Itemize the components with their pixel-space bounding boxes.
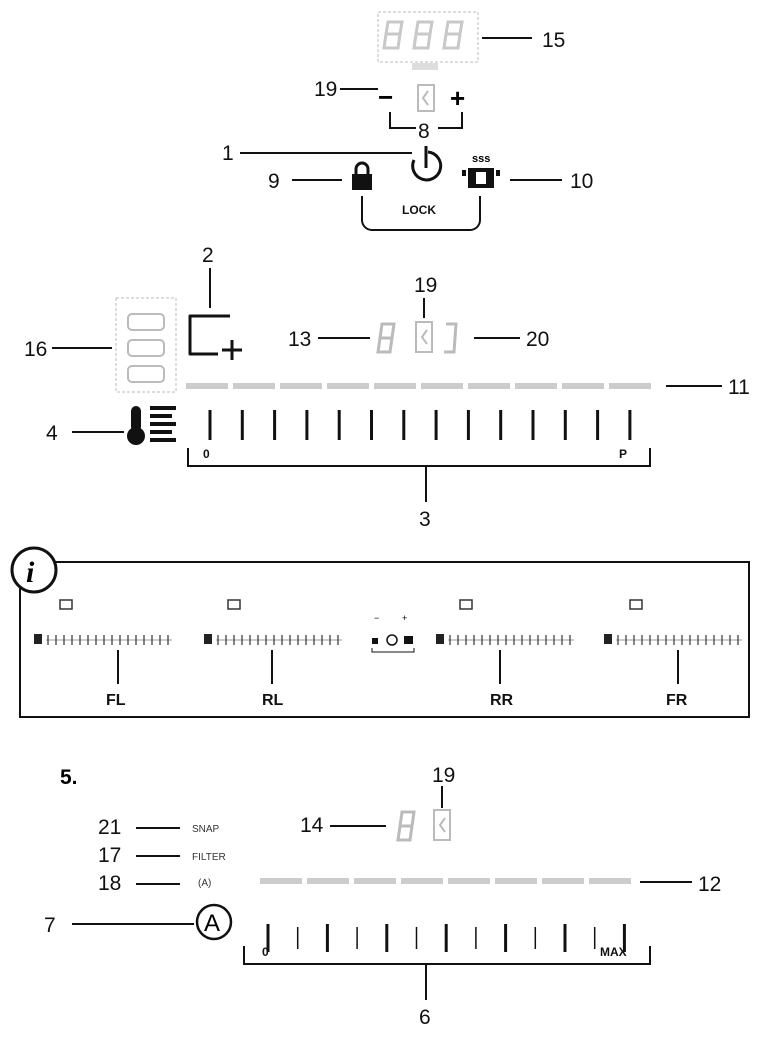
three-digit-display [377,11,479,70]
indicator-bar [589,878,631,884]
temperature-icon [34,634,42,644]
svg-text:sss: sss [472,153,490,165]
callout-6: 6 [419,1006,431,1029]
callout-9: 9 [268,170,280,193]
zone-label-fl: FL [106,692,126,709]
hood-slider-min-label: 0 [262,945,269,959]
callout-10: 10 [570,170,593,193]
temperature-icon [604,634,612,644]
zone-bridge-icon [459,599,473,610]
callout-11: 11 [728,376,750,399]
info-box [19,561,750,718]
zone-bridge-icon [629,599,643,610]
callout-8: 8 [418,120,430,143]
zone-bridge-icon[interactable] [188,314,242,360]
indicator-bar [327,383,369,389]
callout-12: 12 [698,873,721,896]
svg-text:+: + [402,613,407,623]
callout-3: 3 [419,508,431,531]
filter-label: FILTER [192,852,226,863]
hood-level-indicator-bars [260,878,631,884]
callout-19-bottom: 19 [432,764,455,787]
pot-keep-warm-icon[interactable]: sss [462,153,500,188]
preset-buttons-group[interactable] [115,297,177,393]
indicator-bar [233,383,275,389]
indicator-bar [186,383,228,389]
callout-21: 21 [98,816,121,839]
indicator-bar [354,878,396,884]
hood-slider-max-label: MAX [600,945,627,959]
callout-14: 14 [300,814,324,837]
callout-7: 7 [44,914,56,937]
callout-16: 16 [24,338,47,361]
callout-15: 15 [542,29,565,52]
callout-18: 18 [98,872,121,895]
zone-label-rl: RL [262,692,284,709]
indicator-bar [307,878,349,884]
snap-label: SNAP [192,824,220,835]
indicator-bar [468,383,510,389]
callout-17: 17 [98,844,121,867]
slider-min-label: 0 [203,447,210,461]
callout-1: 1 [222,142,234,165]
zone-label-fr: FR [666,692,688,709]
hood-slider[interactable] [266,924,626,952]
zone-bridge-icon [227,599,241,610]
zone-label-rr: RR [490,692,514,709]
indicator-bar [542,878,584,884]
callout-19-top: 19 [314,78,337,101]
temperature-icon [204,634,212,644]
svg-text:i: i [26,556,35,589]
callout-13: 13 [288,328,311,351]
power-icon[interactable] [411,146,443,182]
minus-button[interactable]: − [378,82,393,112]
indicator-bar [609,383,651,389]
callout-4: 4 [46,422,58,445]
section-5-label: 5. [60,766,78,789]
mini-lock-panel: −+ [371,613,415,653]
plus-button[interactable]: + [450,83,465,113]
indicator-bar [448,878,490,884]
svg-text:−: − [374,613,379,623]
auto-indicator-label: (A) [198,878,211,889]
indicator-bar [374,383,416,389]
indicator-bar [495,878,537,884]
indicator-bar [280,383,322,389]
temperature-icon [436,634,444,644]
indicator-bar [260,878,302,884]
zone-bridge-icon [59,599,73,610]
lock-label: LOCK [402,203,436,217]
info-icon: i [10,546,58,594]
callout-20: 20 [526,328,549,351]
power-slider[interactable] [208,410,632,440]
indicator-bar [515,383,557,389]
temperature-icon[interactable] [127,406,176,445]
callout-19-mid: 19 [414,274,437,297]
power-level-indicator-bars [186,383,651,389]
lock-icon[interactable] [352,161,372,190]
indicator-bar [562,383,604,389]
slider-max-label: P [619,447,627,461]
callout-2: 2 [202,244,214,267]
indicator-bar [421,383,463,389]
auto-button[interactable]: A [195,903,233,941]
indicator-bar [401,878,443,884]
svg-text:A: A [204,910,220,937]
